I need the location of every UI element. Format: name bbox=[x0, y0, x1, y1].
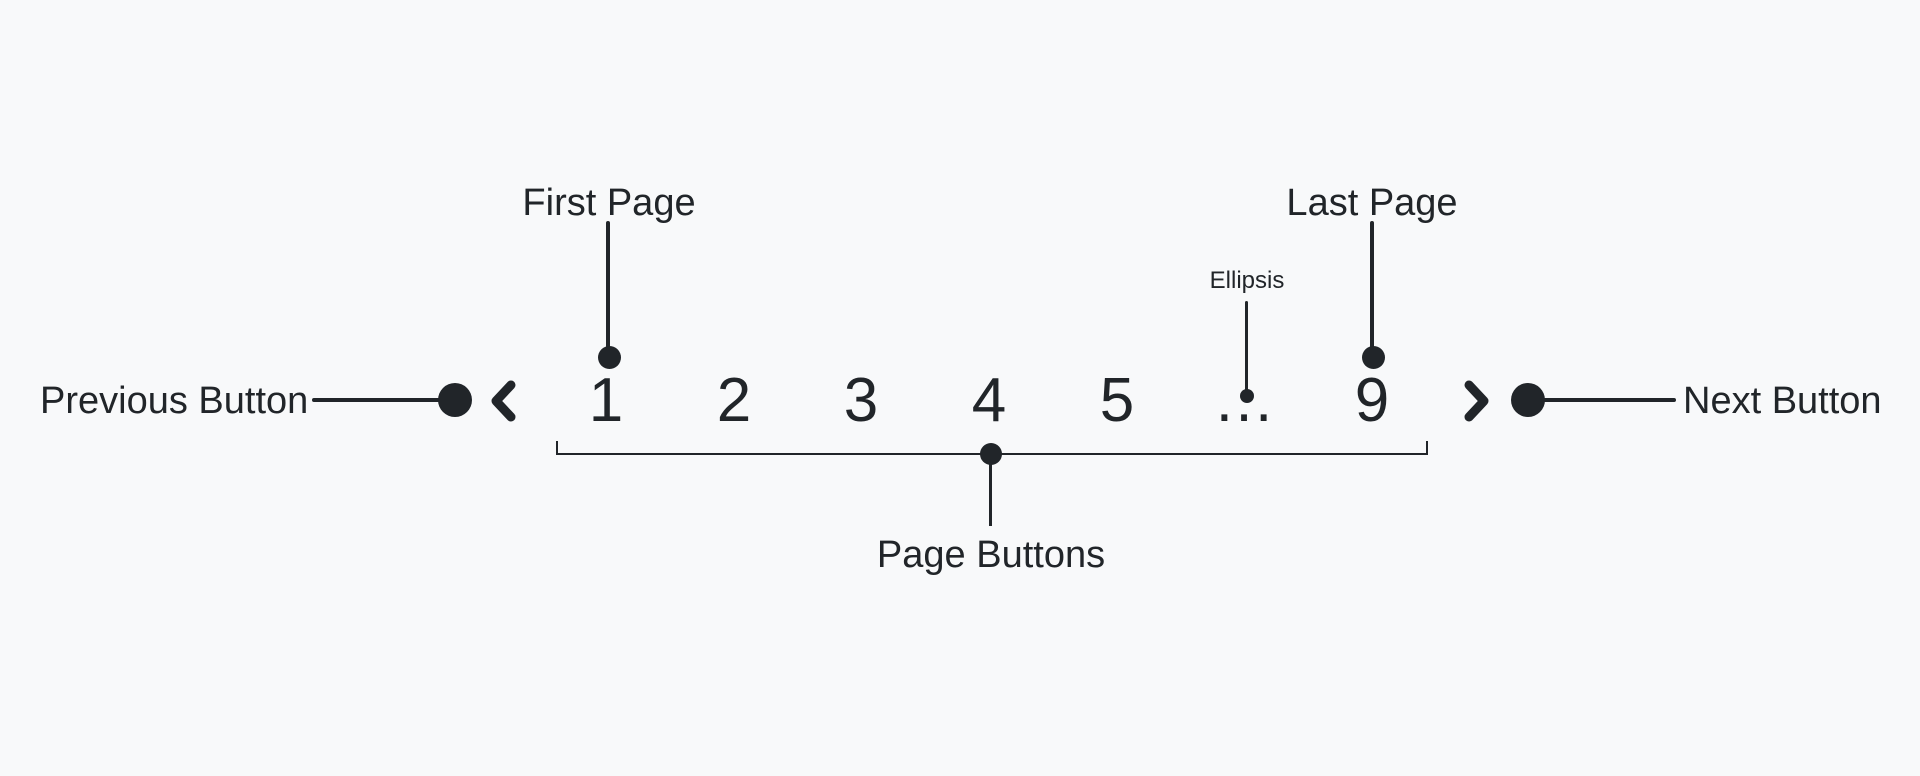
ellipsis-pointer-dot bbox=[1240, 389, 1254, 403]
first-page-label: First Page bbox=[522, 182, 696, 224]
next-leader-line bbox=[1540, 398, 1676, 402]
last-page-leader-line bbox=[1370, 221, 1374, 351]
page-button-3[interactable]: 3 bbox=[843, 366, 879, 435]
page-button-5[interactable]: 5 bbox=[1099, 366, 1135, 435]
bracket-left-tick bbox=[556, 441, 558, 455]
page-button-2[interactable]: 2 bbox=[716, 366, 752, 435]
next-pointer-dot bbox=[1511, 383, 1545, 417]
page-button-1[interactable]: 1 bbox=[588, 366, 624, 435]
previous-button-label: Previous Button bbox=[40, 380, 309, 422]
page-button-4[interactable]: 4 bbox=[971, 366, 1007, 435]
chevron-left-icon[interactable] bbox=[488, 379, 518, 423]
bracket-right-tick bbox=[1426, 441, 1428, 455]
last-page-label: Last Page bbox=[1286, 182, 1458, 224]
ellipsis-leader-line bbox=[1245, 301, 1248, 391]
ellipsis-label: Ellipsis bbox=[1209, 267, 1285, 294]
page-buttons-leader-line bbox=[989, 454, 992, 526]
page-buttons-label: Page Buttons bbox=[876, 534, 1106, 576]
page-button-9[interactable]: 9 bbox=[1354, 366, 1390, 435]
first-page-pointer-dot bbox=[598, 346, 621, 369]
first-page-leader-line bbox=[606, 221, 610, 351]
previous-pointer-dot bbox=[438, 383, 472, 417]
next-button-label: Next Button bbox=[1683, 380, 1882, 422]
chevron-right-icon[interactable] bbox=[1462, 379, 1492, 423]
last-page-pointer-dot bbox=[1362, 346, 1385, 369]
previous-leader-line bbox=[312, 398, 444, 402]
